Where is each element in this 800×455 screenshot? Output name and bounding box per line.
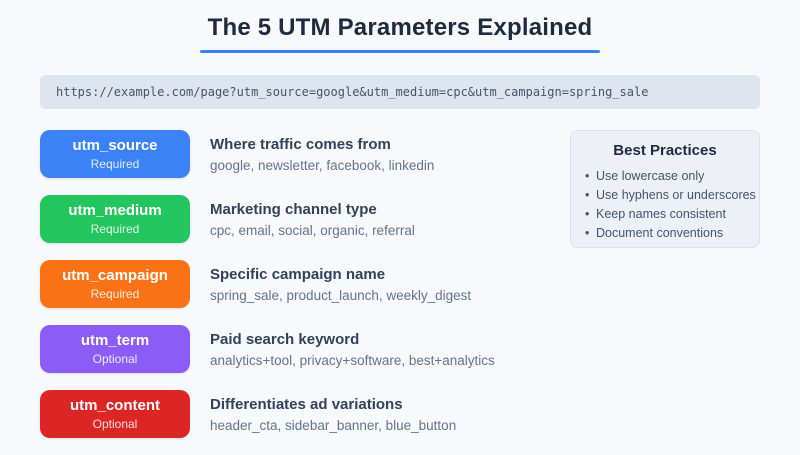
param-description-block: Specific campaign name spring_sale, prod… xyxy=(210,265,471,304)
param-requirement: Required xyxy=(90,286,140,301)
param-examples: cpc, email, social, organic, referral xyxy=(210,222,415,238)
page-title: The 5 UTM Parameters Explained xyxy=(207,14,593,41)
param-requirement: Optional xyxy=(92,416,138,431)
best-practices-item: Use hyphens or underscores xyxy=(585,186,756,205)
best-practices-list: Use lowercase only Use hyphens or unders… xyxy=(585,167,756,243)
param-row-utm-content: utm_content Optional Differentiates ad v… xyxy=(40,390,495,438)
param-description-block: Marketing channel type cpc, email, socia… xyxy=(210,200,415,239)
param-description-block: Paid search keyword analytics+tool, priv… xyxy=(210,330,495,369)
param-description: Where traffic comes from xyxy=(210,135,391,153)
utm-term-badge: utm_term Optional xyxy=(40,325,190,373)
utm-campaign-badge: utm_campaign Required xyxy=(40,260,190,308)
param-requirement: Required xyxy=(90,156,140,171)
example-url-bar: https://example.com/page?utm_source=goog… xyxy=(40,75,760,109)
example-url-text: https://example.com/page?utm_source=goog… xyxy=(56,85,649,99)
param-examples: google, newsletter, facebook, linkedin xyxy=(210,157,435,173)
best-practices-item: Use lowercase only xyxy=(585,167,745,186)
title-underline xyxy=(200,50,600,53)
best-practices-title: Best Practices xyxy=(613,142,717,159)
param-description: Paid search keyword xyxy=(210,330,360,348)
param-row-utm-term: utm_term Optional Paid search keyword an… xyxy=(40,325,495,373)
param-requirement: Required xyxy=(90,221,140,236)
param-row-utm-campaign: utm_campaign Required Specific campaign … xyxy=(40,260,495,308)
param-description: Differentiates ad variations xyxy=(210,395,403,413)
param-name: utm_medium xyxy=(68,201,162,219)
param-row-utm-source: utm_source Required Where traffic comes … xyxy=(40,130,495,178)
best-practices-item: Document conventions xyxy=(585,224,745,243)
utm-medium-badge: utm_medium Required xyxy=(40,195,190,243)
param-examples: header_cta, sidebar_banner, blue_button xyxy=(210,417,457,433)
parameter-list: utm_source Required Where traffic comes … xyxy=(40,130,495,455)
utm-source-badge: utm_source Required xyxy=(40,130,190,178)
param-description-block: Where traffic comes from google, newslet… xyxy=(210,135,434,174)
param-requirement: Optional xyxy=(92,351,138,366)
param-examples: spring_sale, product_launch, weekly_dige… xyxy=(210,287,472,303)
param-description: Specific campaign name xyxy=(210,265,386,283)
param-name: utm_content xyxy=(70,396,160,414)
param-name: utm_campaign xyxy=(62,266,168,284)
best-practices-panel: Best Practices Use lowercase only Use hy… xyxy=(570,130,760,248)
utm-content-badge: utm_content Optional xyxy=(40,390,190,438)
param-name: utm_source xyxy=(72,136,158,154)
param-description-block: Differentiates ad variations header_cta,… xyxy=(210,395,456,434)
param-examples: analytics+tool, privacy+software, best+a… xyxy=(210,352,495,368)
best-practices-item: Keep names consistent xyxy=(585,205,745,224)
param-description: Marketing channel type xyxy=(210,200,377,218)
param-name: utm_term xyxy=(80,331,150,349)
param-row-utm-medium: utm_medium Required Marketing channel ty… xyxy=(40,195,495,243)
